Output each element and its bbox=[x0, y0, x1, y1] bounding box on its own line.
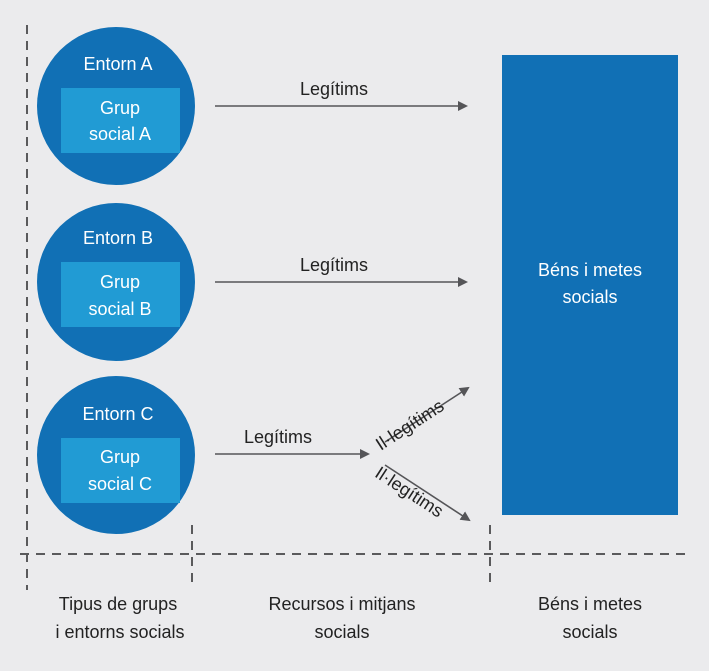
group-node-c: Entorn C Grup social C bbox=[37, 376, 195, 534]
column-label-groups-line1: Tipus de grups bbox=[59, 594, 177, 614]
environment-label-a: Entorn A bbox=[83, 54, 152, 74]
illegitimate-arrow-upper bbox=[384, 386, 470, 443]
environment-label-c: Entorn C bbox=[82, 404, 153, 424]
group-box-c bbox=[61, 438, 180, 503]
column-label-goals-line2: socials bbox=[562, 622, 617, 642]
illegitimate-label-upper: Il·legítims bbox=[372, 396, 447, 455]
group-label-b-line1: Grup bbox=[100, 272, 140, 292]
legitimate-label-a: Legítims bbox=[300, 79, 368, 99]
column-label-groups-line2: i entorns socials bbox=[55, 622, 184, 642]
group-node-b: Entorn B Grup social B bbox=[37, 203, 195, 361]
environment-label-b: Entorn B bbox=[83, 228, 153, 248]
group-label-a-line2: social A bbox=[89, 124, 151, 144]
illegitimate-arrow-lower bbox=[384, 464, 471, 522]
column-label-resources-line2: socials bbox=[314, 622, 369, 642]
group-box-b bbox=[61, 262, 180, 327]
column-label-resources-line1: Recursos i mitjans bbox=[268, 594, 415, 614]
illegitimate-label-lower: Il·legítims bbox=[372, 463, 447, 522]
column-label-goals-line1: Béns i metes bbox=[538, 594, 642, 614]
goals-label-line1: Béns i metes bbox=[538, 260, 642, 280]
legitimate-label-b: Legítims bbox=[300, 255, 368, 275]
social-goals-box: Béns i metes socials bbox=[502, 55, 678, 515]
group-node-a: Entorn A Grup social A bbox=[37, 27, 195, 185]
goals-label-line2: socials bbox=[562, 287, 617, 307]
legitimate-label-c: Legítims bbox=[244, 427, 312, 447]
group-label-b-line2: social B bbox=[88, 299, 151, 319]
group-box-a bbox=[61, 88, 180, 153]
group-label-a-line1: Grup bbox=[100, 98, 140, 118]
goals-rect bbox=[502, 55, 678, 515]
group-label-c-line1: Grup bbox=[100, 447, 140, 467]
group-label-c-line2: social C bbox=[88, 474, 152, 494]
